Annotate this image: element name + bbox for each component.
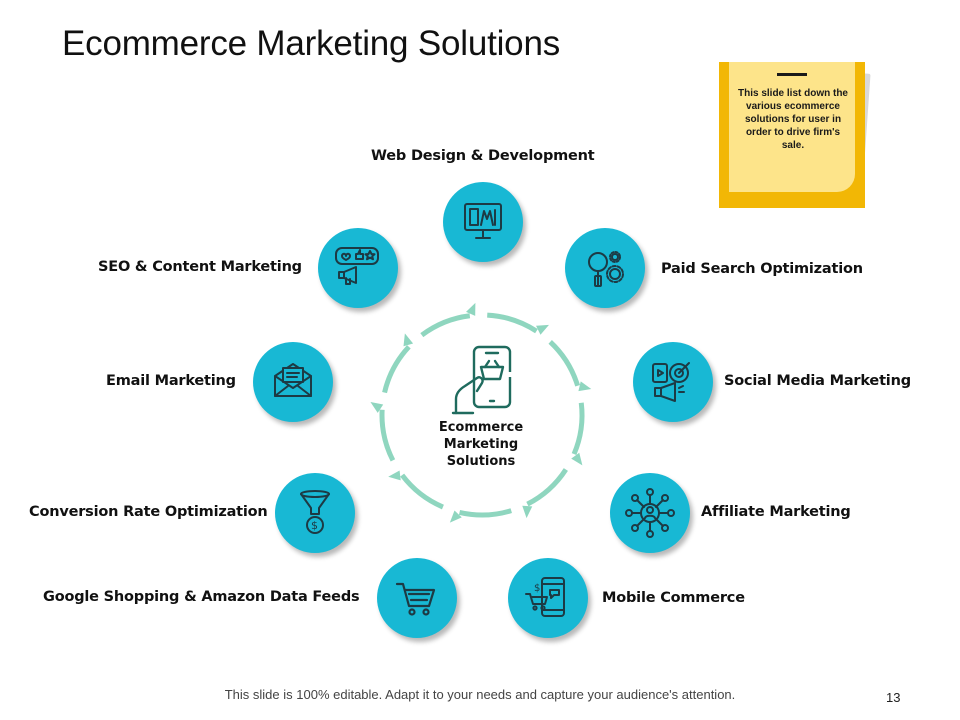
ring-arrowhead [536, 324, 549, 335]
label-seo-content: SEO & Content Marketing [98, 259, 302, 275]
network-user-icon [625, 488, 675, 538]
page-title: Ecommerce Marketing Solutions [62, 24, 561, 63]
ring-segment [548, 340, 581, 387]
center-label-line: Solutions [446, 454, 516, 469]
label-web-design: Web Design & Development [371, 148, 595, 164]
ring-arrowhead [466, 302, 476, 316]
footer-text: This slide is 100% editable. Adapt it to… [224, 687, 736, 702]
node-google-shopping [377, 558, 457, 638]
node-conversion-rate: $ [275, 473, 355, 553]
label-social-media: Social Media Marketing [724, 373, 911, 389]
page-number: 13 [886, 690, 901, 705]
sticky-note [729, 62, 855, 192]
center-label: Ecommerce Marketing Solutions [422, 419, 540, 470]
ring-arrowhead [522, 505, 533, 519]
ring-segment [400, 473, 444, 510]
label-email-marketing: Email Marketing [106, 373, 236, 389]
ecommerce-phone-icon [451, 345, 514, 415]
sticky-note-text: This slide list down the various ecommer… [737, 88, 848, 151]
node-social-media [633, 342, 713, 422]
svg-text:$: $ [534, 583, 540, 594]
label-google-shopping: Google Shopping & Amazon Data Feeds [43, 589, 360, 605]
ring-segment [487, 312, 538, 334]
label-affiliate: Affiliate Marketing [701, 504, 851, 520]
megaphone-target-icon [652, 362, 690, 402]
envelope-icon [274, 363, 312, 397]
ring-segment [571, 402, 585, 456]
megaphone-feedback-icon [335, 247, 379, 285]
label-conversion-rate: Conversion Rate Optimization [29, 504, 268, 520]
search-gear-icon [588, 251, 624, 287]
ring-arrowhead [388, 470, 401, 481]
center-label-line: Ecommerce [438, 420, 524, 435]
mobile-cart-icon: $ [525, 577, 565, 617]
center-label-line: Marketing [443, 437, 519, 452]
node-web-design [443, 182, 523, 262]
ring-segment [420, 313, 471, 338]
label-paid-search: Paid Search Optimization [661, 261, 863, 277]
node-affiliate [610, 473, 690, 553]
funnel-coin-icon: $ [300, 490, 330, 534]
ring-arrowhead [449, 510, 462, 523]
ring-segment [458, 508, 512, 518]
ring-arrowhead [403, 333, 414, 347]
svg-text:$: $ [311, 519, 318, 532]
ring-arrowhead [578, 381, 592, 392]
shopping-cart-icon [395, 582, 436, 616]
node-paid-search [565, 228, 645, 308]
ring-segment [379, 409, 396, 462]
monitor-icon [464, 203, 502, 239]
ring-arrowhead [370, 402, 384, 413]
sticky-note-bar [777, 73, 807, 76]
label-mobile-commerce: Mobile Commerce [602, 590, 745, 606]
node-mobile-commerce: $ [508, 558, 588, 638]
node-email-marketing [253, 342, 333, 422]
node-seo-content [318, 228, 398, 308]
ring-segment [382, 345, 411, 394]
ring-arrowhead [571, 452, 583, 466]
ring-segment [526, 468, 568, 507]
